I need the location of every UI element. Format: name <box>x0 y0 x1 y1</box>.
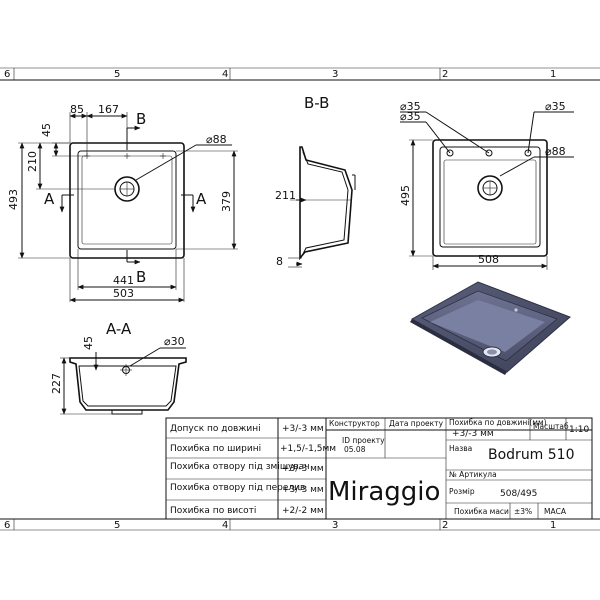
tolerance-label: Допуск по довжині <box>170 424 261 434</box>
project-id-value: 05.08 <box>344 445 366 454</box>
tolerance-value: +3/-3 мм <box>282 464 324 474</box>
right-view: ⌀35 ⌀35 ⌀35 ⌀88 495 508 <box>399 100 574 270</box>
hole-35-label: ⌀35 <box>545 100 566 113</box>
zone-label: 4 <box>222 69 228 80</box>
section-bb-title: B-B <box>304 94 329 112</box>
zone-label: 3 <box>332 69 338 80</box>
tolerance-label: Похибка по висоті <box>170 506 256 516</box>
dim-495: 495 <box>399 185 412 206</box>
size-label: Розмір <box>449 487 475 496</box>
mass-label: МАСА <box>544 507 567 516</box>
tolerance-value: +2/-2 мм <box>282 506 324 516</box>
zone-label: 5 <box>114 520 120 531</box>
zone-label: 6 <box>4 520 10 531</box>
hole-35-label: ⌀35 <box>400 100 421 113</box>
dim-45: 45 <box>40 123 53 137</box>
designer-label: Конструктор <box>329 419 380 428</box>
section-b-label: B <box>136 110 146 128</box>
zone-label: 1 <box>550 520 556 531</box>
tap-hole <box>485 149 493 157</box>
dim-8: 8 <box>276 255 283 268</box>
length-error-label: Похибка по довжині(мм) <box>449 418 547 427</box>
title-block: Допуск по довжині +3/-3 мм Похибка по ши… <box>165 417 593 520</box>
tolerance-label: Похибка по ширині <box>170 444 261 454</box>
section-aa: A-A ⌀30 45 227 <box>50 320 187 415</box>
dim-508: 508 <box>478 253 499 266</box>
date-label: Дата проекту <box>389 419 444 428</box>
scale-label: Масштаб <box>533 422 569 431</box>
dim-379: 379 <box>220 191 233 212</box>
project-id-label: ID проекту <box>342 436 385 445</box>
dim-227: 227 <box>50 373 63 394</box>
product-name: Bodrum 510 <box>488 447 575 463</box>
section-a-label: A <box>44 190 55 208</box>
dim-211: 211 <box>275 189 296 202</box>
hole-30-label: ⌀30 <box>164 335 185 348</box>
size-value: 508/495 <box>500 489 537 499</box>
grid-zones-top: 6 5 4 3 2 1 <box>4 69 556 80</box>
zone-label: 4 <box>222 520 228 531</box>
tolerance-label: Похибка отвору під змішувач <box>170 462 310 472</box>
length-error-value: +3/-3 мм <box>452 429 494 439</box>
tolerance-label: Похибка отвору під перелив <box>170 483 305 493</box>
dim-503: 503 <box>113 287 134 300</box>
section-a-label: A <box>196 190 207 208</box>
tap-hole <box>446 149 454 157</box>
article-label: № Артикула <box>449 470 497 479</box>
top-view: B B A A 85 167 45 210 493 379 441 <box>7 103 238 303</box>
tolerance-value: +3/-3 мм <box>282 424 324 434</box>
tolerance-value: +1,5/-1,5мм <box>280 444 336 454</box>
zone-label: 2 <box>442 69 448 80</box>
zone-label: 2 <box>442 520 448 531</box>
scale-value: 1:10 <box>569 425 589 435</box>
dim-45: 45 <box>82 336 95 350</box>
dim-210: 210 <box>26 151 39 172</box>
section-aa-title: A-A <box>106 320 132 338</box>
sink-3d-render <box>410 281 571 375</box>
hole-88-label: ⌀88 <box>545 145 566 158</box>
dim-441: 441 <box>113 274 134 287</box>
dim-493: 493 <box>7 189 20 210</box>
hole-35-label: ⌀35 <box>400 110 421 123</box>
zone-label: 3 <box>332 520 338 531</box>
hole-88-label: ⌀88 <box>206 133 227 146</box>
zone-label: 6 <box>4 69 10 80</box>
zone-label: 1 <box>550 69 556 80</box>
dim-85: 85 <box>70 103 84 116</box>
section-b-label: B <box>136 268 146 286</box>
name-label: Назва <box>449 444 472 453</box>
dim-167: 167 <box>98 103 119 116</box>
zone-label: 5 <box>114 69 120 80</box>
section-bb: B-B 211 8 <box>275 94 356 268</box>
grid-zones-bottom: 6 5 4 3 2 1 <box>4 520 556 531</box>
drain-hole <box>477 175 503 201</box>
brand-logo: Miraggio <box>328 477 440 507</box>
tolerance-value: +3/-3 мм <box>282 485 324 495</box>
mass-error-value: ±3% <box>514 507 532 516</box>
mass-error-label: Похибка маси <box>454 507 509 516</box>
